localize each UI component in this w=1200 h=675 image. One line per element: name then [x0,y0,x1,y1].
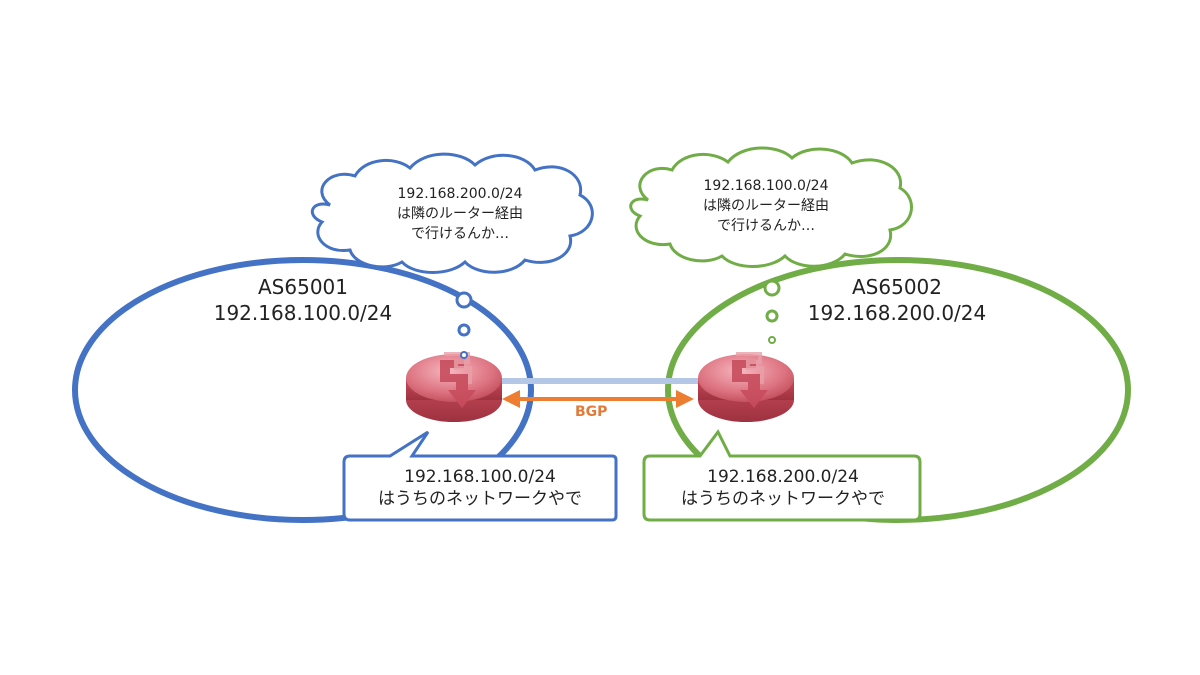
as-label-left: AS65001 192.168.100.0/24 [203,274,403,326]
callout-left-line1: 192.168.100.0/24 [404,467,556,487]
callout-right-line2: はうちのネットワークやで [681,489,885,509]
thought-left-line1: 192.168.200.0/24 [397,186,523,202]
as-label-right: AS65002 192.168.200.0/24 [797,274,997,326]
router-icon-left[interactable] [404,352,504,424]
thought-right-line3: で行けるんか… [717,218,815,234]
thought-text-left: 192.168.200.0/24 は隣のルーター経由 で行けるんか… [360,184,560,244]
thought-bubble-left [310,152,594,359]
bgp-label: BGP [575,404,608,420]
callout-box-left [342,430,618,522]
thought-left-line3: で行けるんか… [411,226,509,242]
bgp-arrow [502,390,694,408]
as65002-name: AS65002 [852,275,942,299]
thought-bubble-right [629,146,913,344]
as65001-name: AS65001 [258,275,348,299]
thought-left-line2: は隣のルーター経由 [397,206,523,222]
callout-box-right [642,429,922,522]
thought-text-right: 192.168.100.0/24 は隣のルーター経由 で行けるんか… [666,176,866,236]
router-icon-right[interactable] [696,352,796,424]
callout-text-right: 192.168.200.0/24 はうちのネットワークやで [652,466,914,510]
thought-right-line1: 192.168.100.0/24 [703,178,829,194]
callout-left-line2: はうちのネットワークやで [378,489,582,509]
callout-text-left: 192.168.100.0/24 はうちのネットワークやで [350,466,610,510]
callout-right-line1: 192.168.200.0/24 [707,467,859,487]
as65001-network: 192.168.100.0/24 [213,301,393,325]
thought-right-line2: は隣のルーター経由 [703,198,829,214]
as65002-network: 192.168.200.0/24 [807,301,987,325]
as65001-boundary [72,257,534,523]
